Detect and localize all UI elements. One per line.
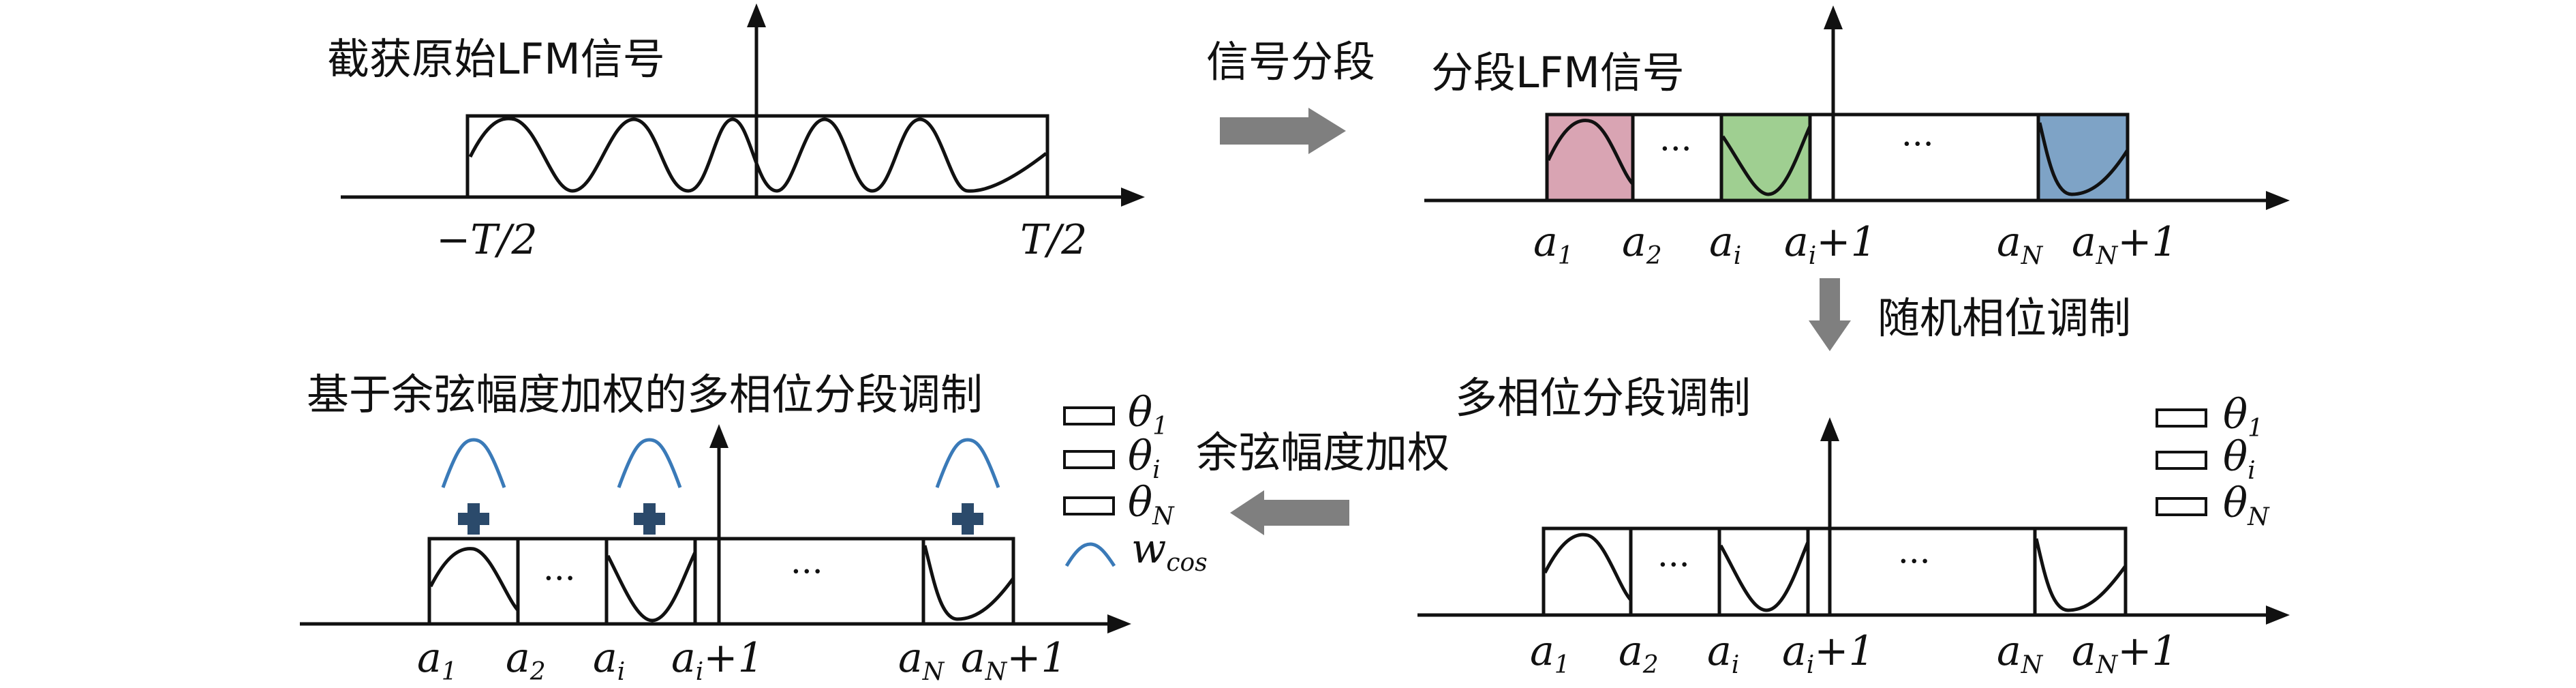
- segment-N-waveform: [2038, 122, 2130, 196]
- arrow-label-segmentation: 信号分段: [1206, 37, 1375, 87]
- legend-theta1-swatch: [1063, 406, 1115, 425]
- panel-title-cosine-weighted: 基于余弦幅度加权的多相位分段调制: [307, 370, 983, 419]
- legend-thetaN-swatch: [2156, 497, 2207, 516]
- tick-a2: a2: [506, 634, 546, 686]
- segment-1-waveform: [429, 547, 519, 612]
- segment-N-waveform: [2034, 538, 2128, 612]
- segment-N-waveform: [923, 545, 1015, 621]
- legend-thetaN: θN: [2223, 479, 2270, 531]
- tick-a1: a1: [1530, 627, 1570, 679]
- segment-1-box: [1542, 526, 1633, 617]
- tick-aN: aN: [1997, 218, 2044, 270]
- tick-aN-plus-1: aN+1: [2072, 627, 2178, 679]
- tick-aN: aN: [898, 634, 945, 686]
- legend-thetai-swatch: [2156, 451, 2207, 470]
- segment-i-waveform: [1719, 541, 1810, 612]
- ellipsis-middle: ···: [1898, 541, 1931, 581]
- ellipsis-middle: ···: [791, 552, 823, 591]
- panel-segmented-lfm: 分段LFM信号 ··· ··· a1 a2 ai ai+1 aN aN+1: [1424, 5, 2290, 270]
- panel-title-segmented: 分段LFM信号: [1431, 48, 1685, 98]
- tick-aN-plus-1: aN+1: [2072, 218, 2178, 270]
- amplitude-axis-arrowhead: [709, 424, 729, 448]
- tick-ai-plus-1: ai+1: [671, 634, 764, 686]
- panel-title-multiphase: 多相位分段调制: [1455, 373, 1751, 423]
- tick-ai-plus-1: ai+1: [1782, 627, 1875, 679]
- process-arrow-down: [1809, 278, 1851, 351]
- cosine-window-icon: [617, 438, 682, 488]
- cosine-window-icon: [935, 438, 1000, 488]
- tick-aN: aN: [1997, 627, 2044, 679]
- legend-theta1-swatch: [2156, 408, 2207, 428]
- tick-a1: a1: [417, 634, 457, 686]
- plus-icon: [634, 503, 665, 535]
- legend-thetai: θi: [1128, 432, 1161, 484]
- tick-label-half-T: T/2: [1020, 216, 1087, 264]
- panel-multiphase: 多相位分段调制 ··· ··· θ1 θi θN a1 a2 ai ai+1 a…: [1417, 373, 2290, 679]
- arrow-segmentation: 信号分段: [1206, 37, 1375, 154]
- panel-cosine-weighted: 基于余弦幅度加权的多相位分段调制 ··· ··· θ1 θi θN wcos a…: [300, 370, 1208, 686]
- amplitude-axis-arrowhead: [1820, 417, 1839, 441]
- lfm-waveform: [468, 117, 1047, 193]
- segment-N-box: [2033, 526, 2128, 617]
- segment-i-waveform: [606, 551, 697, 623]
- tick-a1: a1: [1533, 218, 1574, 270]
- tick-label-neg-half-T: −T/2: [436, 216, 538, 264]
- lfm-signal-box: [465, 114, 1049, 199]
- legend-wcos: wcos: [1131, 525, 1208, 577]
- tick-ai: ai: [1707, 627, 1739, 679]
- legend-wcos-icon: [1064, 542, 1116, 567]
- legend-thetai-swatch: [1063, 450, 1115, 469]
- tick-a2: a2: [1622, 218, 1662, 270]
- time-axis-arrowhead: [2266, 605, 2290, 625]
- segment-i-waveform: [1721, 125, 1812, 196]
- ellipsis-2: ···: [1659, 129, 1692, 168]
- arrow-cosine-weighting: 余弦幅度加权: [1196, 428, 1450, 535]
- tick-a2: a2: [1619, 627, 1659, 679]
- time-axis-arrowhead: [2266, 191, 2290, 210]
- amplitude-axis-arrowhead: [1824, 5, 1843, 29]
- tick-ai-plus-1: ai+1: [1784, 218, 1877, 270]
- panel-original-lfm: 截获原始LFM信号 −T/2 T/2: [327, 3, 1145, 264]
- segment-N-box: [921, 537, 1015, 626]
- legend-thetaN-swatch: [1063, 496, 1115, 515]
- legend-theta1: θ1: [2223, 391, 2263, 443]
- arrow-random-phase: 随机相位调制: [1809, 278, 2131, 351]
- plus-icon: [952, 503, 983, 535]
- ellipsis-2: ···: [1657, 545, 1690, 584]
- segment-1-waveform: [1546, 119, 1634, 185]
- tick-ai: ai: [1709, 218, 1741, 270]
- cosine-window-icon: [441, 438, 506, 488]
- legend-thetaN: θN: [1128, 479, 1175, 530]
- arrow-label-cosine-weighting: 余弦幅度加权: [1196, 428, 1450, 477]
- plus-icon: [458, 503, 489, 535]
- amplitude-axis-arrowhead: [747, 3, 766, 27]
- time-axis-arrowhead: [1121, 188, 1145, 207]
- process-arrow-right: [1220, 108, 1346, 154]
- legend-theta1: θ1: [1128, 389, 1168, 440]
- segment-1-box: [1545, 113, 1635, 203]
- tick-aN-plus-1: aN+1: [961, 634, 1067, 686]
- segment-1-waveform: [1543, 533, 1632, 601]
- time-axis-arrowhead: [1107, 614, 1131, 633]
- legend-thetai: θi: [2223, 433, 2256, 485]
- arrow-label-random-phase: 随机相位调制: [1877, 293, 2131, 343]
- tick-ai: ai: [593, 634, 625, 686]
- ellipsis-middle: ···: [1901, 124, 1934, 164]
- segment-1-box: [427, 537, 520, 626]
- segment-N-box: [2036, 113, 2130, 203]
- process-arrow-left: [1230, 490, 1349, 535]
- panel-title-original: 截获原始LFM信号: [327, 34, 665, 84]
- ellipsis-2: ···: [543, 558, 576, 598]
